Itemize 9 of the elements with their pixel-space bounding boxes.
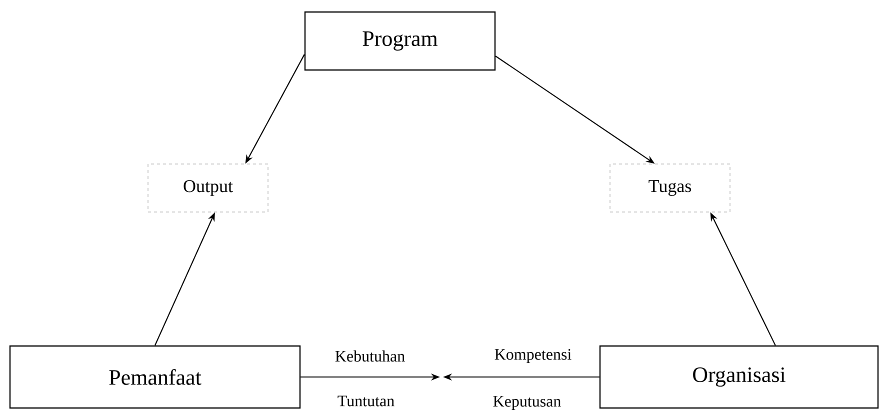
output-box: Output	[148, 164, 268, 212]
text-label: Tuntutan	[338, 396, 394, 406]
edge-label: Kebutuhan	[335, 350, 405, 362]
process-box: Pemanfaat	[9, 345, 301, 409]
edge-label: Kompetensi	[494, 349, 572, 363]
process-box: Program	[304, 11, 496, 71]
output-box: Tugas	[610, 164, 730, 212]
text-label: Keputusan	[493, 396, 561, 410]
process-box: Organisasi	[599, 345, 879, 409]
